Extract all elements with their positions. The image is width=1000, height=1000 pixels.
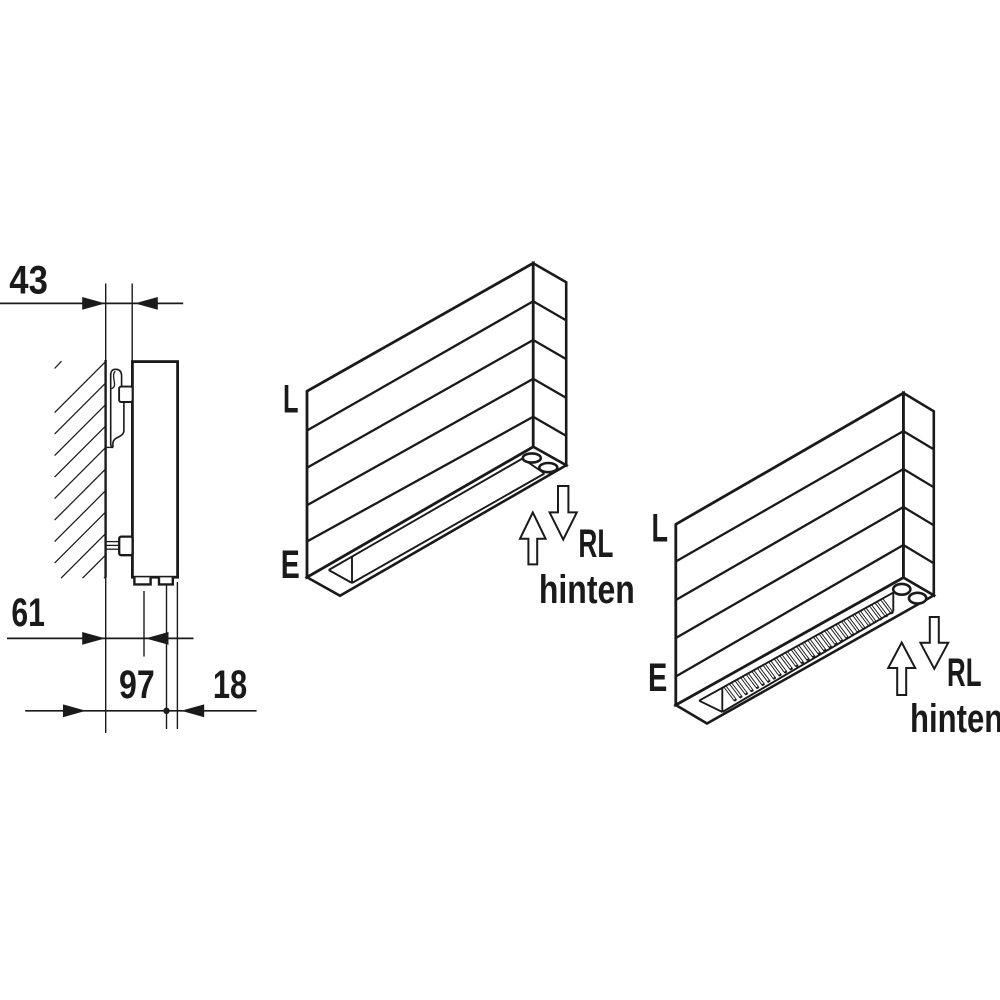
svg-text:RL: RL xyxy=(578,522,613,566)
svg-text:97: 97 xyxy=(119,663,155,707)
svg-text:43: 43 xyxy=(9,259,48,303)
svg-text:E: E xyxy=(281,543,300,587)
svg-text:L: L xyxy=(652,507,669,551)
svg-text:L: L xyxy=(283,378,299,422)
svg-text:61: 61 xyxy=(11,591,45,635)
svg-text:hinten: hinten xyxy=(539,568,635,612)
svg-text:E: E xyxy=(648,656,667,700)
svg-text:hinten: hinten xyxy=(910,697,1000,741)
svg-text:RL: RL xyxy=(947,651,982,695)
svg-text:18: 18 xyxy=(213,663,247,707)
